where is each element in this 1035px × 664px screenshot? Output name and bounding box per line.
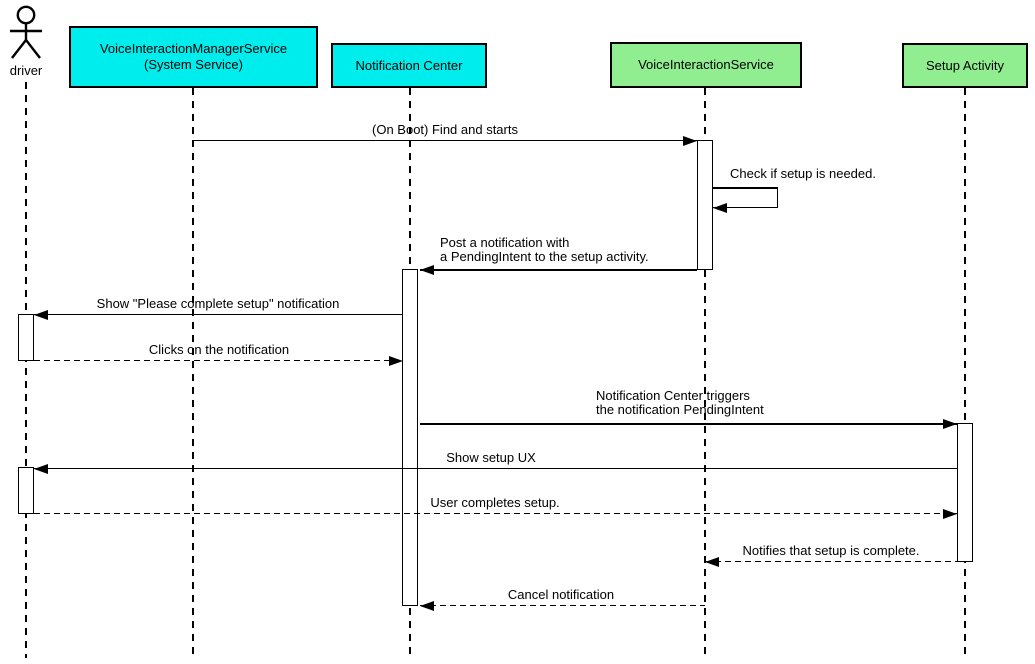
participant-box-voiceinteractionmanagerservice: VoiceInteractionManagerService (System S…	[69, 26, 318, 88]
participant-label: Setup Activity	[925, 57, 1005, 73]
message-4-line	[34, 359, 403, 361]
message-1-arrowhead	[713, 202, 727, 213]
message-5-label-line2: the notification PendingIntent	[596, 402, 764, 417]
message-6-line	[34, 467, 957, 469]
message-6-arrowhead	[34, 463, 48, 474]
message-2-label-line1: Post a notification with	[440, 235, 570, 250]
message-1-line-right	[776, 187, 778, 207]
message-7-arrowhead	[943, 508, 957, 519]
message-3-label: Show "Please complete setup" notificatio…	[96, 296, 340, 311]
message-8-line	[705, 560, 957, 562]
actor-person-icon	[10, 5, 42, 59]
message-7-line	[34, 512, 957, 514]
message-0-line	[193, 139, 697, 141]
message-0-arrowhead	[683, 135, 697, 146]
message-0-label: (On Boot) Find and starts	[372, 122, 518, 137]
participant-label-line1: VoiceInteractionManagerService	[99, 41, 288, 56]
message-8-label: Notifies that setup is complete.	[742, 543, 920, 558]
participant-label: VoiceInteractionService	[638, 57, 774, 72]
participant-box-setup-activity: Setup Activity	[902, 43, 1028, 88]
message-5-line	[420, 423, 957, 425]
lifeline-setup-activity	[964, 88, 966, 658]
participant-label: Notification Center	[355, 57, 463, 73]
message-3-arrowhead	[34, 309, 48, 320]
activation-bar-voiceinteractionservice	[697, 140, 713, 270]
message-9-label: Cancel notification	[507, 587, 615, 602]
lifeline-voiceinteractionmanagerservice	[192, 88, 194, 658]
message-2-label-line2: a PendingIntent to the setup activity.	[440, 249, 649, 264]
activation-bar-setup-activity	[957, 423, 973, 562]
participant-label-line2: (System Service)	[144, 57, 243, 72]
message-7-label: User completes setup.	[430, 495, 560, 510]
message-8-arrowhead	[705, 556, 719, 567]
message-3-line	[34, 313, 403, 315]
message-2-arrowhead	[420, 265, 434, 275]
message-9-arrowhead	[420, 600, 434, 611]
participant-box-notification-center: Notification Center	[331, 43, 487, 88]
activation-bar-notification-center	[402, 269, 418, 606]
participant-box-voiceinteractionservice: VoiceInteractionService	[610, 42, 802, 88]
message-6-label: Show setup UX	[446, 450, 536, 465]
message-2-line	[420, 269, 697, 271]
message-1-line-top	[713, 187, 778, 189]
message-1-line-bottom	[713, 206, 778, 208]
message-1-label: Check if setup is needed.	[730, 166, 876, 181]
message-4-label: Clicks on the notification	[148, 342, 290, 357]
lifeline-voiceinteractionservice	[704, 88, 706, 658]
message-5-label-line1: Notification Center triggers	[596, 388, 750, 403]
message-5-arrowhead	[943, 419, 957, 429]
activation-bar-driver-1	[18, 314, 34, 361]
message-9-line	[420, 604, 705, 606]
actor-label: driver	[9, 63, 43, 78]
message-4-arrowhead	[389, 355, 403, 366]
lifeline-driver	[25, 82, 27, 658]
activation-bar-driver-2	[18, 467, 34, 514]
